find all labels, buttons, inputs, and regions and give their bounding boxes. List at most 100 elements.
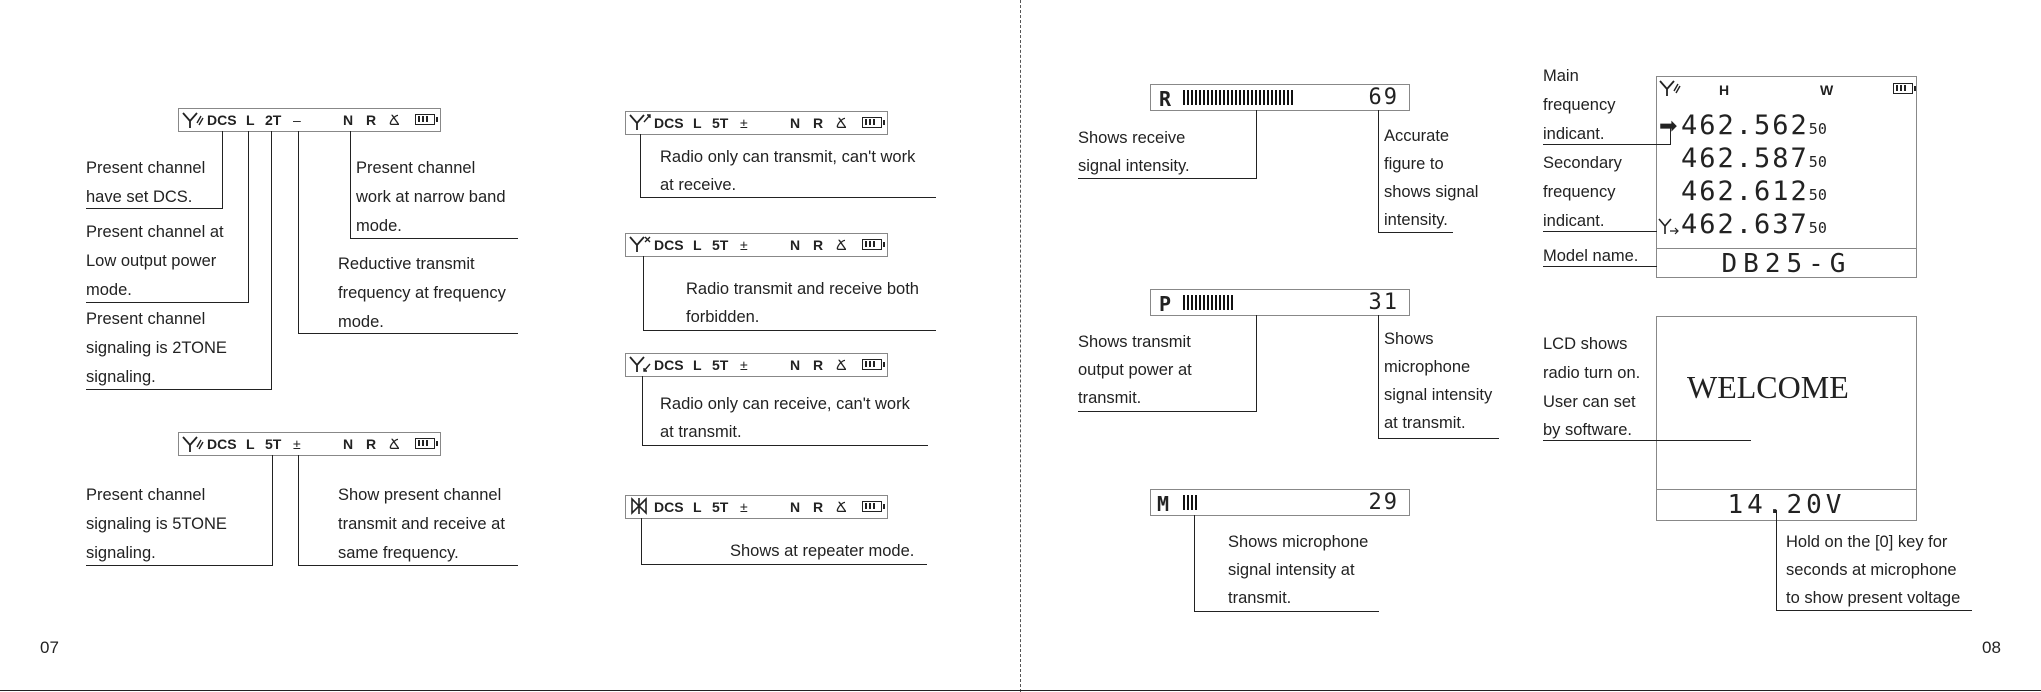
meter-value: 31	[1368, 290, 1399, 315]
leader-line	[642, 376, 643, 445]
page-number-left: 07	[40, 638, 59, 657]
welcome-text: WELCOME	[1687, 369, 1849, 405]
lock-icon: Ճ	[389, 436, 400, 452]
frequency-value: 462.562	[1681, 110, 1809, 141]
leader-line	[298, 455, 299, 565]
reverse-indicator: R	[813, 237, 824, 253]
low-power-indicator: L	[693, 357, 702, 373]
battery-icon	[862, 501, 885, 512]
leader-line	[1078, 411, 1257, 412]
p-right-line4: at transmit.	[1384, 414, 1466, 432]
leader-line	[86, 208, 223, 209]
welcome-right-line3: to show present voltage	[1786, 589, 1961, 607]
frequency-sub-value: 50	[1808, 120, 1827, 138]
label-same-line2: transmit and receive at	[338, 515, 505, 533]
signal-level-bars	[1183, 90, 1293, 105]
lock-icon: Ճ	[836, 237, 847, 253]
p-left-line1: Shows transmit	[1078, 333, 1191, 351]
label-same-line3: same frequency.	[338, 544, 459, 562]
lock-icon: Ճ	[389, 112, 400, 128]
leader-line	[1378, 438, 1499, 439]
p-right-line2: microphone	[1384, 358, 1471, 376]
antenna-signal-icon	[182, 435, 204, 456]
m-text-line1: Shows microphone	[1228, 533, 1369, 551]
forbidden-text-line1: Radio transmit and receive both	[686, 280, 919, 298]
leader-line	[640, 197, 936, 198]
leader-line	[248, 131, 249, 302]
low-power-indicator: L	[693, 499, 702, 515]
shift-indicator: –	[293, 112, 301, 128]
leader-line	[1378, 110, 1379, 232]
leader-line	[1194, 611, 1379, 612]
meter-letter: R	[1159, 87, 1172, 111]
page-number-right: 08	[1982, 638, 2001, 657]
secondary-label-line3: indicant.	[1543, 212, 1605, 230]
frequency-sub-value: 50	[1808, 186, 1827, 204]
leader-line	[350, 131, 351, 238]
leader-line	[1670, 124, 1671, 144]
leader-line	[643, 256, 644, 330]
main-label-line3: indicant.	[1543, 125, 1605, 143]
frequency-value: 462.637	[1681, 209, 1809, 240]
repeater-icon	[630, 497, 648, 518]
p-right-line3: signal intensity	[1384, 386, 1493, 404]
battery-icon	[415, 114, 438, 125]
leader-line	[641, 564, 927, 565]
leader-line	[642, 445, 928, 446]
reverse-indicator: R	[813, 357, 824, 373]
leader-line	[1378, 232, 1453, 233]
main-label-line2: frequency	[1543, 96, 1616, 114]
reverse-indicator: R	[813, 499, 824, 515]
low-power-indicator: L	[246, 436, 255, 452]
transmit-only-text-line1: Radio only can transmit, can't work	[660, 148, 916, 166]
tone-indicator: 5T	[712, 115, 729, 131]
receive-only-text-line2: at transmit.	[660, 423, 742, 441]
reverse-indicator: R	[813, 115, 824, 131]
display-divider	[1657, 489, 1916, 490]
label-low-line1: Present channel at	[86, 223, 224, 241]
dcs-indicator: DCS	[654, 115, 684, 131]
frequency-value: 462.612	[1681, 176, 1809, 207]
dcs-indicator: DCS	[654, 237, 684, 253]
leader-line	[272, 455, 273, 565]
secondary-label-line1: Secondary	[1543, 154, 1622, 172]
leader-line	[1256, 315, 1257, 411]
dcs-indicator: DCS	[207, 112, 237, 128]
narrow-indicator: N	[790, 499, 801, 515]
high-power-indicator: H	[1719, 82, 1730, 98]
low-power-indicator: L	[693, 237, 702, 253]
receive-signal-meter: R 69	[1150, 84, 1410, 111]
secondary-label-line2: frequency	[1543, 183, 1616, 201]
leader-line	[1776, 610, 1972, 611]
main-frequency-arrow-icon: ➡	[1659, 113, 1678, 138]
leader-line	[1256, 110, 1257, 178]
leader-line	[1776, 510, 1777, 610]
welcome-right-line1: Hold on the [0] key for	[1786, 533, 1948, 551]
tone-indicator: 5T	[712, 499, 729, 515]
label-narrow-line2: work at narrow band	[356, 188, 506, 206]
label-same-line1: Show present channel	[338, 486, 502, 504]
frequency-line-3: 462.61250	[1681, 176, 1827, 207]
label-5tone-line3: signaling.	[86, 544, 156, 562]
main-frequency-display: H W ➡ 462.56250 462.58750 462.61250 462.…	[1656, 76, 1917, 279]
battery-icon	[415, 438, 438, 449]
label-dcs-line2: have set DCS.	[86, 188, 193, 206]
model-label: Model name.	[1543, 247, 1639, 265]
battery-icon	[862, 239, 885, 250]
p-right-line1: Shows	[1384, 330, 1434, 348]
p-left-line3: transmit.	[1078, 389, 1142, 407]
tone-indicator: 5T	[265, 436, 282, 452]
label-reductive-line2: frequency at frequency	[338, 284, 506, 302]
frequency-sub-value: 50	[1808, 153, 1827, 171]
leader-line	[1194, 515, 1195, 611]
m-text-line3: transmit.	[1228, 589, 1292, 607]
leader-line	[1078, 178, 1257, 179]
shift-indicator: ±	[293, 436, 301, 452]
label-2tone-line1: Present channel	[86, 310, 206, 328]
r-right-line3: shows signal	[1384, 183, 1479, 201]
label-low-line2: Low output power	[86, 252, 217, 270]
label-narrow-line3: mode.	[356, 217, 402, 235]
label-dcs-line1: Present channel	[86, 159, 206, 177]
label-low-line3: mode.	[86, 281, 132, 299]
m-text-line2: signal intensity at	[1228, 561, 1355, 579]
